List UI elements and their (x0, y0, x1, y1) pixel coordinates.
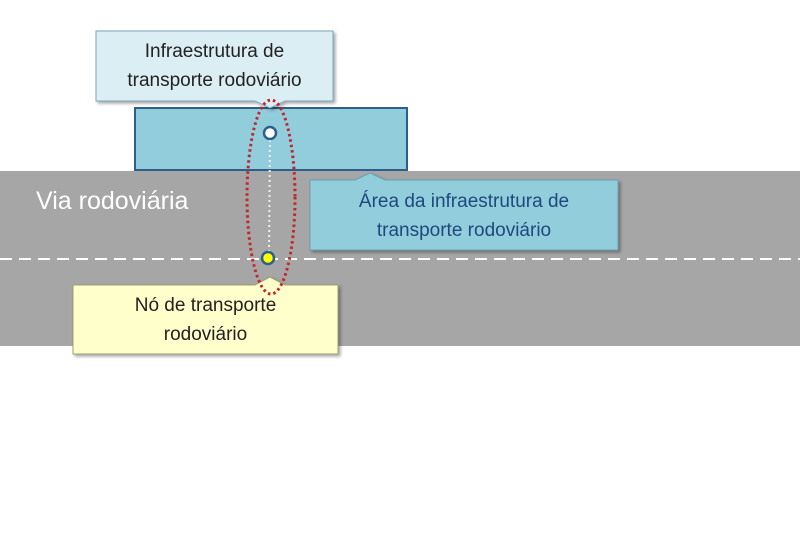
infrastructure-line-2: transporte rodoviário (127, 70, 302, 91)
connection-dotted-line (268, 139, 271, 253)
node-point-icon (260, 250, 276, 266)
area-callout-text: Área da infraestrutura de transporte rod… (310, 187, 618, 245)
area-line-1: Área da infraestrutura de (358, 191, 570, 212)
area-line-2: transporte rodoviário (376, 220, 552, 241)
area-callout-box (309, 172, 619, 251)
node-callout-box (72, 276, 339, 355)
highlight-ellipse (245, 98, 297, 296)
node-callout-text: Nó de transporte rodoviário (73, 291, 338, 349)
infrastructure-line-1: Infraestrutura de (144, 41, 285, 62)
infrastructure-point-icon (262, 125, 278, 141)
infrastructure-callout-text: Infraestrutura de transporte rodoviário (96, 37, 333, 95)
node-line-2: rodoviário (163, 324, 248, 345)
node-line-1: Nó de transporte (134, 295, 277, 316)
road-label: Via rodoviária (36, 187, 189, 215)
